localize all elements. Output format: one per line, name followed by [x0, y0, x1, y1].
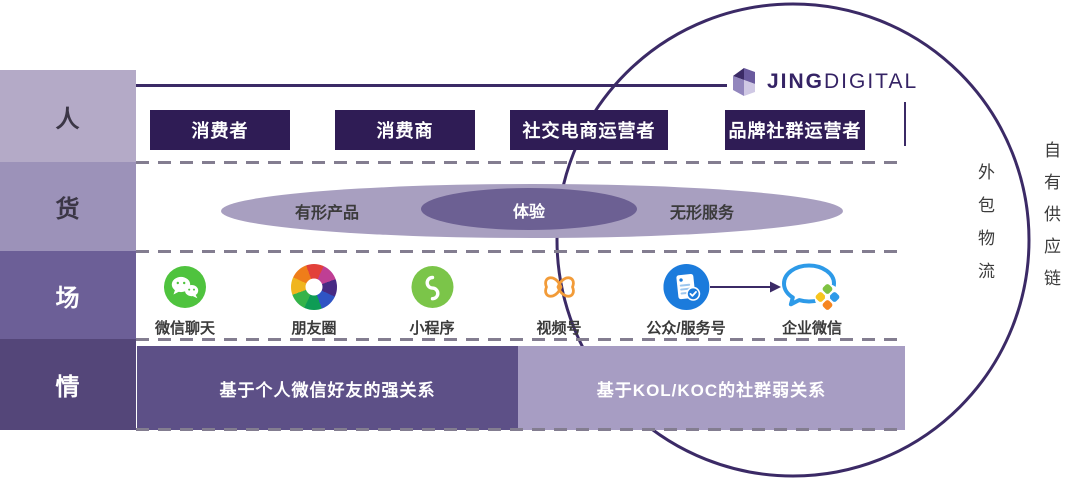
- sidebar-row-emotion: 情: [0, 339, 136, 430]
- strong-relation-bar: 基于个人微信好友的强关系: [137, 346, 518, 430]
- dashed-separator-3: [136, 338, 905, 341]
- official-account-icon: [662, 264, 709, 310]
- intangible-services-label: 无形服务: [669, 205, 735, 222]
- logo-text-digital: DIGITAL: [824, 70, 919, 93]
- sidebar-row-goods: 货: [0, 162, 136, 251]
- row-place-label: 场: [55, 284, 81, 312]
- channel-official-account: 公众/服务号: [646, 261, 726, 338]
- dashed-separator-2: [136, 250, 905, 253]
- wecom-icon: [782, 263, 841, 310]
- channel-moments: 朋友圈: [291, 261, 337, 338]
- jingdigital-logo: JINGDIGITAL: [729, 66, 918, 98]
- dashed-separator-1: [136, 161, 905, 164]
- channel-wechat-chat: 微信聊天: [155, 261, 215, 338]
- logo-tick-line: [904, 102, 906, 146]
- jingdigital-logo-icon: [733, 68, 755, 96]
- row-emotion-label: 情: [55, 374, 81, 401]
- miniprogram-icon: [410, 266, 453, 308]
- moments-icon: [291, 264, 337, 310]
- channel-official-account-label: 公众/服务号: [646, 320, 726, 337]
- sidebar-row-person: 人: [0, 70, 136, 162]
- channel-moments-label: 朋友圈: [291, 320, 337, 337]
- strong-relation-label: 基于个人微信好友的强关系: [219, 380, 436, 400]
- dashed-separator-4: [136, 428, 905, 431]
- own-supply-chain-label: 自有供应链: [1041, 141, 1060, 301]
- logo-text-jing: JING: [767, 70, 825, 93]
- role-consumer-merchant: 消费商: [335, 110, 475, 150]
- role-brand-community-operator: 品牌社群运营者: [725, 110, 865, 150]
- channels-icon: [543, 276, 575, 298]
- channel-video-account-label: 视频号: [536, 320, 582, 337]
- role-social-ecommerce-operator-label: 社交电商运营者: [522, 121, 656, 141]
- experience-inner-ellipse: [421, 188, 637, 230]
- row-goods-label: 货: [55, 196, 81, 223]
- channel-wechat-chat-label: 微信聊天: [154, 320, 216, 337]
- wechat-icon: [163, 266, 206, 308]
- jingdigital-logo-text: JINGDIGITAL: [767, 70, 918, 94]
- outsourced-logistics-label: 外包物流: [975, 163, 994, 295]
- official-to-wecom-arrow: [710, 281, 781, 293]
- role-brand-community-operator-label: 品牌社群运营者: [728, 121, 862, 141]
- channel-miniprogram: 小程序: [409, 261, 455, 338]
- weak-relation-bar: 基于KOL/KOC的社群弱关系: [518, 346, 905, 430]
- role-social-ecommerce-operator: 社交电商运营者: [510, 110, 668, 150]
- experience-label: 体验: [512, 204, 546, 221]
- channel-wecom-label: 企业微信: [781, 320, 842, 337]
- weak-relation-label: 基于KOL/KOC的社群弱关系: [596, 380, 827, 400]
- channel-video-account: 视频号: [536, 261, 582, 338]
- top-rule: [136, 84, 727, 87]
- channel-wecom: 企业微信: [780, 261, 844, 338]
- row-person-label: 人: [55, 105, 81, 133]
- role-consumer-label: 消费者: [191, 121, 249, 141]
- wecom-pinwheel: [815, 284, 840, 310]
- channel-miniprogram-label: 小程序: [409, 320, 455, 337]
- tangible-products-label: 有形产品: [294, 205, 360, 222]
- role-consumer: 消费者: [150, 110, 290, 150]
- role-consumer-merchant-label: 消费商: [376, 121, 434, 141]
- sidebar-row-place: 场: [0, 251, 136, 339]
